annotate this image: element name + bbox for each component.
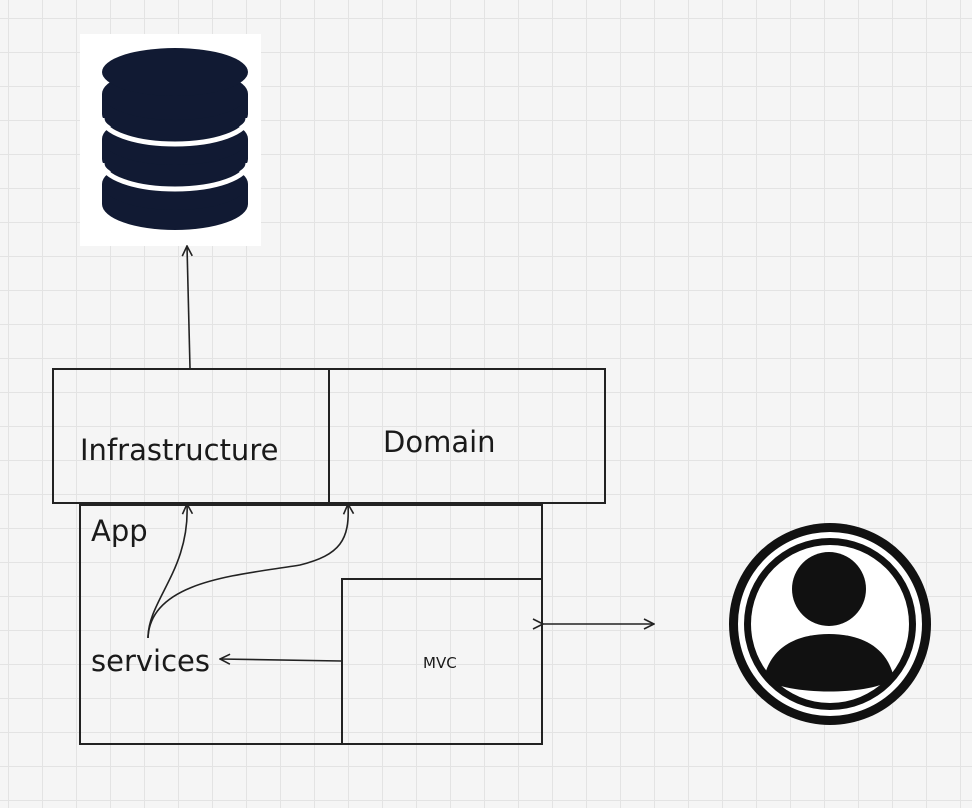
user-avatar-icon[interactable]: [724, 520, 936, 732]
mvc-box[interactable]: [341, 578, 543, 745]
domain-label: Domain: [383, 425, 496, 459]
edge-services-to-domain[interactable]: [147, 504, 348, 639]
edge-mvc-to-services[interactable]: [220, 659, 342, 661]
edge-infrastructure-to-database[interactable]: [187, 246, 190, 369]
mvc-label: MVC: [423, 654, 457, 672]
services-label[interactable]: services: [91, 644, 210, 678]
domain-box[interactable]: [328, 368, 606, 504]
database-node[interactable]: [80, 34, 261, 246]
app-label: App: [91, 514, 148, 548]
infrastructure-label: Infrastructure: [80, 433, 279, 467]
database-icon: [99, 48, 251, 230]
